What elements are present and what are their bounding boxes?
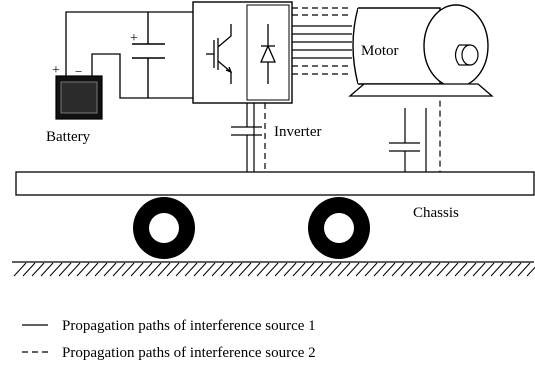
phase-lines-dashed bbox=[292, 7, 352, 75]
igbt-switch-icon bbox=[206, 24, 233, 84]
capacitor-plus-label: + bbox=[130, 31, 138, 46]
inverter-inner-panel bbox=[246, 4, 290, 101]
negative-wire bbox=[91, 53, 193, 99]
diode-icon bbox=[260, 24, 276, 84]
motor-end-cap bbox=[423, 4, 489, 88]
ground bbox=[12, 261, 535, 277]
motor-stray-capacitor bbox=[389, 108, 420, 172]
motor-shaft-icon bbox=[454, 44, 479, 66]
inverter-stray-capacitor bbox=[231, 103, 262, 172]
battery-plus-label: + bbox=[52, 63, 60, 78]
inverter bbox=[192, 1, 293, 104]
battery-minus-label: − bbox=[75, 64, 82, 79]
chassis bbox=[15, 171, 535, 196]
battery bbox=[55, 75, 103, 120]
motor bbox=[348, 4, 494, 97]
inverter-label: Inverter bbox=[274, 124, 321, 140]
ground-hatch bbox=[13, 262, 535, 277]
legend: Propagation paths of interference source… bbox=[22, 318, 316, 361]
dc-link-capacitor bbox=[132, 12, 165, 98]
chassis-label: Chassis bbox=[413, 205, 459, 221]
legend-item-source-2: Propagation paths of interference source… bbox=[62, 345, 316, 361]
motor-label: Motor bbox=[361, 43, 399, 59]
battery-face bbox=[60, 81, 98, 114]
wheel-right bbox=[308, 197, 370, 259]
positive-wire bbox=[65, 11, 193, 76]
legend-item-source-1: Propagation paths of interference source… bbox=[62, 318, 316, 334]
phase-lines-solid bbox=[292, 25, 352, 59]
wheel-left bbox=[133, 197, 195, 259]
supply-wires bbox=[65, 11, 193, 99]
motor-feet bbox=[348, 83, 494, 97]
battery-label: Battery bbox=[46, 129, 91, 145]
